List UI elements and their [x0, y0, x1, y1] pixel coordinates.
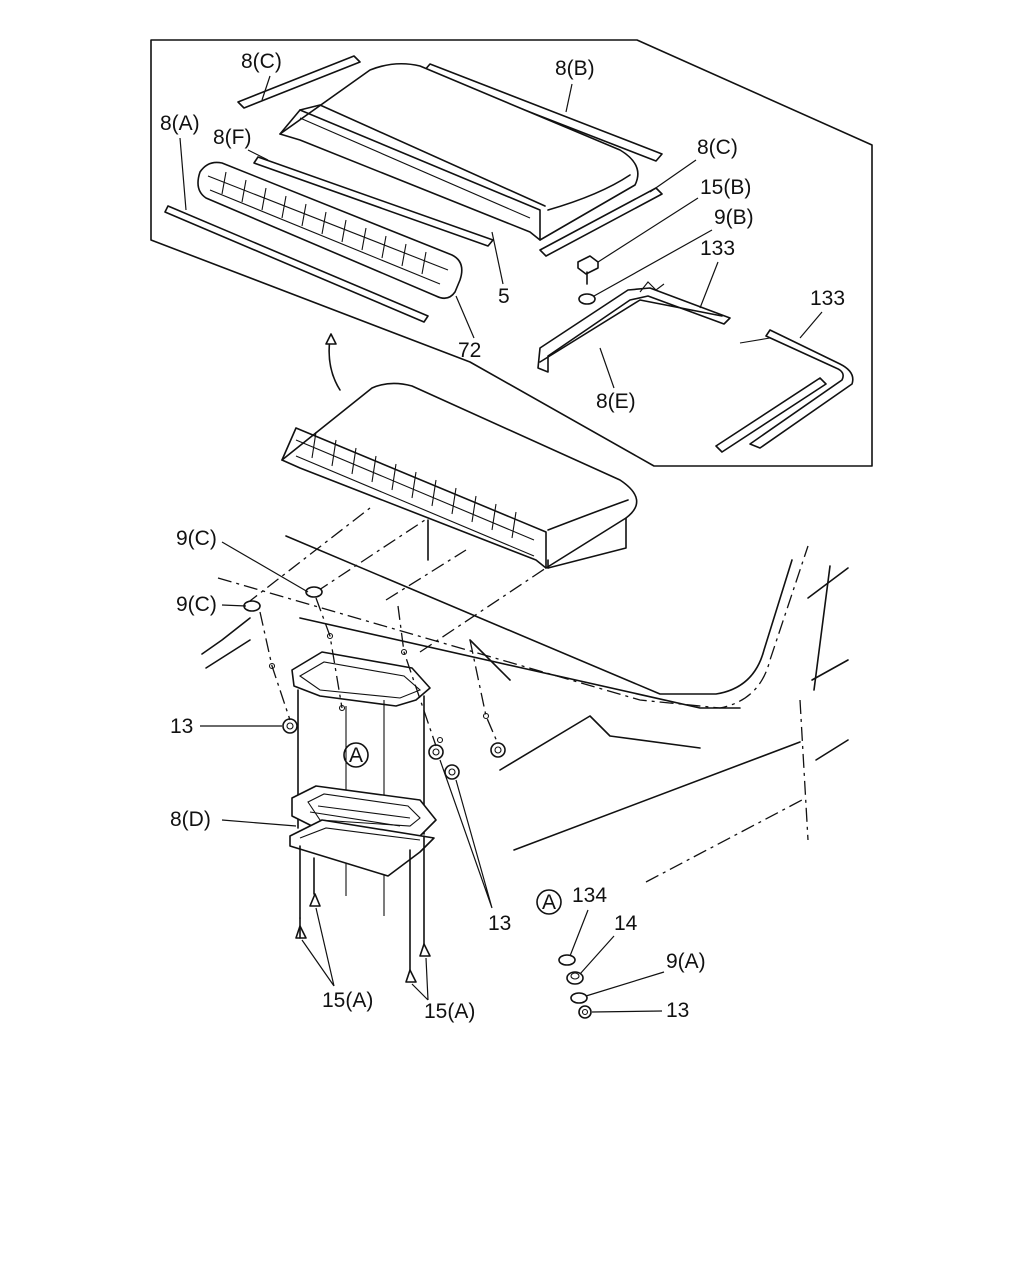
- label-9b: 9(B): [714, 206, 754, 229]
- seal-frame-8e: [537, 281, 731, 373]
- nut-13-detail: [578, 1005, 592, 1019]
- locator-dash-4: [419, 567, 547, 653]
- label-72: 72: [458, 339, 481, 362]
- spacer-14: [566, 971, 584, 985]
- label-14: 14: [614, 912, 638, 935]
- hole-3: [400, 648, 408, 656]
- hole-2: [326, 632, 334, 640]
- reference-a-center: A: [343, 742, 369, 768]
- label-134: 134: [572, 884, 607, 907]
- callout-arrow: [328, 337, 341, 391]
- washer-9c-upper: [305, 586, 323, 598]
- clip-15a-3: [405, 849, 417, 983]
- strip-8a: [164, 205, 429, 323]
- inset-frame: [150, 39, 873, 467]
- nut-13-mid-a: [428, 744, 444, 760]
- label-8c-right: 8(C): [697, 136, 738, 159]
- clip-15a-2: [309, 857, 321, 907]
- nut-13-left: [282, 718, 298, 734]
- label-5: 5: [498, 285, 510, 308]
- nut-13-mid-b: [444, 764, 460, 780]
- label-15a-left: 15(A): [322, 989, 373, 1012]
- assembled-scoop: [281, 382, 638, 569]
- locator-dash-3: [385, 549, 467, 601]
- label-9c-b: 9(C): [176, 593, 217, 616]
- bolt-15b: [577, 255, 599, 285]
- clip-15a-4: [419, 835, 431, 957]
- label-9c-a: 9(C): [176, 527, 217, 550]
- label-133-b: 133: [810, 287, 845, 310]
- label-9a: 9(A): [666, 950, 706, 973]
- label-133-a: 133: [700, 237, 735, 260]
- label-8c-top: 8(C): [241, 50, 282, 73]
- label-8f: 8(F): [213, 126, 252, 149]
- label-8a: 8(A): [160, 112, 200, 135]
- label-8b: 8(B): [555, 57, 595, 80]
- seal-133: [715, 329, 854, 453]
- duct-gasket-8d: [289, 651, 437, 916]
- hole-4: [436, 736, 444, 744]
- washer-9a: [570, 992, 588, 1004]
- svg-text:A: A: [542, 891, 556, 914]
- label-13-left: 13: [170, 715, 193, 738]
- strip-8c-right: [539, 187, 663, 257]
- washer-9b: [578, 293, 596, 305]
- label-8d: 8(D): [170, 808, 211, 831]
- cab-roof-outline: [201, 535, 849, 883]
- svg-text:A: A: [349, 744, 363, 767]
- strip-8f: [253, 156, 494, 247]
- strip-8c-top: [237, 55, 361, 109]
- clip-15a-1: [295, 917, 307, 939]
- label-15b: 15(B): [700, 176, 751, 199]
- hole-1: [268, 662, 276, 670]
- nut-13-right: [490, 742, 506, 758]
- locator-dash-2: [315, 517, 429, 593]
- label-15a-right: 15(A): [424, 1000, 475, 1023]
- grille-72: [197, 161, 463, 300]
- washer-9c-lower: [243, 600, 261, 612]
- reference-a-detail: A: [536, 889, 562, 915]
- scoop-body-5: [279, 62, 639, 241]
- label-8e: 8(E): [596, 390, 636, 413]
- label-13-mid: 13: [488, 912, 511, 935]
- label-13-detail: 13: [666, 999, 689, 1022]
- grommet-134: [558, 954, 576, 966]
